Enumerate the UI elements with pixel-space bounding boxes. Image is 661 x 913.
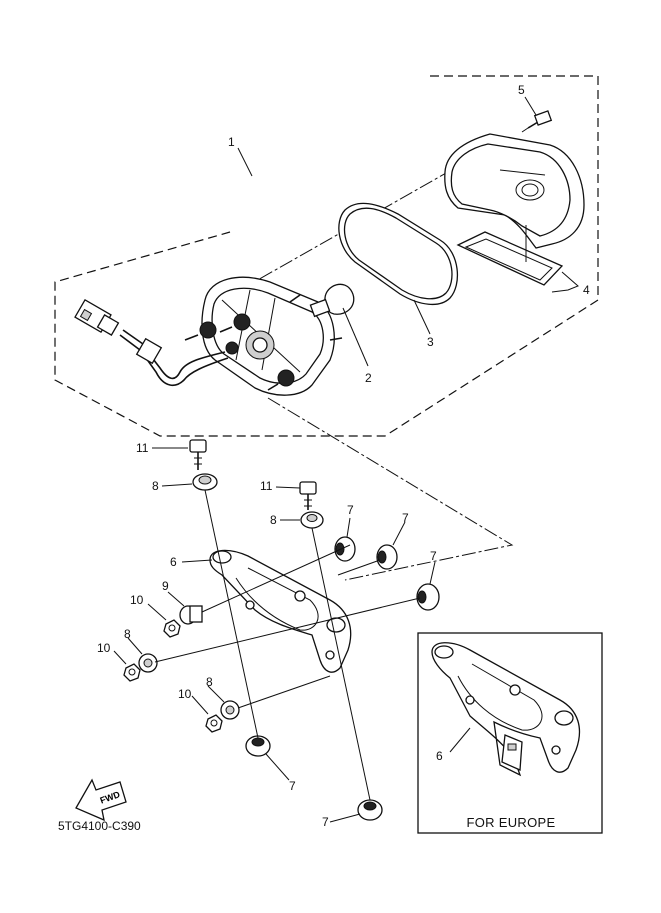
callout-2: 2 — [365, 371, 372, 385]
collar-8-d — [220, 700, 240, 720]
callout-8-d: 8 — [206, 675, 213, 689]
collar-8-b — [300, 511, 324, 529]
wire-harness — [74, 298, 229, 387]
collar-8-c — [138, 653, 158, 673]
grommet-7-a — [334, 536, 356, 562]
bracket-alignment-lines — [154, 489, 421, 801]
callout-10-b: 10 — [97, 641, 111, 655]
grommet-7-b — [376, 544, 398, 570]
inset-caption: FOR EUROPE — [467, 815, 556, 830]
callout-3: 3 — [427, 335, 434, 349]
callout-8-a: 8 — [152, 479, 159, 493]
callout-6-inset: 6 — [436, 749, 443, 763]
assembly-boundary — [54, 75, 599, 437]
lens — [444, 133, 585, 286]
callout-5: 5 — [518, 83, 525, 97]
alignment-line-mount — [267, 397, 514, 581]
boss-1 — [199, 321, 217, 339]
grommet-7-c — [416, 583, 440, 611]
callout-8-c: 8 — [124, 627, 131, 641]
fwd-arrow-icon: FWD — [75, 778, 127, 822]
callout-10-c: 10 — [178, 687, 192, 701]
bolt-upper-right — [299, 481, 317, 510]
collar-8-a — [192, 473, 218, 491]
bracket — [209, 549, 352, 673]
bolt-upper-left — [189, 439, 207, 470]
callout-7-e: 7 — [322, 815, 329, 829]
callout-6: 6 — [170, 555, 177, 569]
callout-10-a: 10 — [130, 593, 144, 607]
callout-8-b: 8 — [270, 513, 277, 527]
boss-3 — [277, 369, 295, 387]
callout-7-b: 7 — [402, 511, 409, 525]
callout-11-b: 11 — [260, 479, 273, 493]
grommet-7-d — [245, 735, 271, 757]
gasket — [338, 202, 459, 335]
callout-7-c: 7 — [430, 549, 437, 563]
europe-inset: FOR EUROPE — [417, 632, 603, 834]
callout-9: 9 — [162, 579, 169, 593]
callout-11-a: 11 — [136, 441, 149, 455]
callout-4: 4 — [583, 283, 590, 297]
nut-10-c — [205, 714, 223, 733]
grommet-7-e — [357, 799, 383, 821]
callout-7-a: 7 — [347, 503, 354, 517]
boss-4 — [225, 341, 239, 355]
callout-7-d: 7 — [289, 779, 296, 793]
leader-lines — [113, 96, 579, 823]
lens-screw — [521, 110, 553, 133]
nut-10-a — [163, 619, 181, 638]
drawing-code: 5TG4100-C390 — [58, 819, 141, 833]
bulb — [309, 283, 369, 367]
callout-1: 1 — [228, 135, 235, 149]
callouts: 1 2 3 4 5 6 6 7 7 7 7 7 8 8 8 8 9 10 10 … — [97, 83, 590, 829]
boss-2 — [233, 313, 251, 331]
collar-9 — [179, 605, 203, 625]
nut-10-b — [123, 663, 141, 682]
taillight-base — [184, 276, 343, 396]
